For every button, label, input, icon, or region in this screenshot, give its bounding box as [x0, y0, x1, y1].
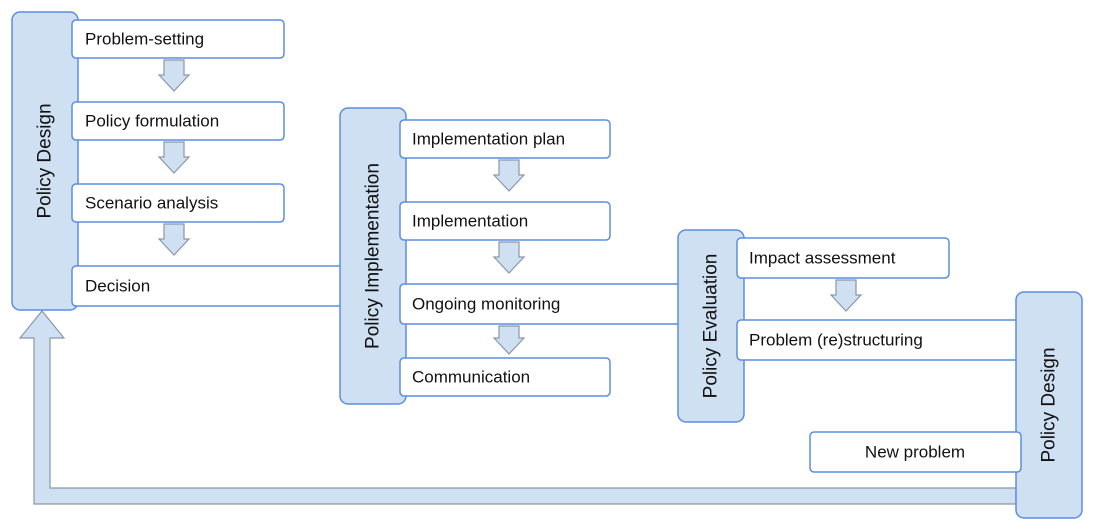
step-implementation-plan: Implementation plan [412, 130, 565, 149]
arrow-design-3 [157, 223, 191, 256]
step-communication: Communication [412, 368, 530, 387]
step-policy-formulation-box [71, 101, 285, 141]
arrow-implementation-3 [492, 325, 526, 355]
step-impact-assessment: Impact assessment [749, 249, 896, 268]
step-decision: Decision [85, 277, 150, 296]
step-impact-assessment-box [736, 237, 950, 279]
feedback-loop-arrow [18, 310, 1017, 505]
step-implementation-box [399, 201, 611, 241]
step-scenario-analysis: Scenario analysis [85, 194, 218, 213]
step-scenario-analysis-box [71, 183, 285, 223]
step-problem-restructuring: Problem (re)structuring [749, 331, 923, 350]
arrow-implementation-2 [492, 241, 526, 274]
step-communication-box [399, 357, 611, 397]
phase-policy-evaluation-label: Policy Evaluation [701, 254, 722, 399]
phase-policy-implementation-label: Policy Implementation [363, 163, 384, 349]
phase-policy-design-right [1015, 291, 1083, 519]
phase-policy-design-right-label: Policy Design [1039, 347, 1060, 462]
phase-policy-design-left-label: Policy Design [35, 103, 56, 218]
arrow-design-2 [157, 141, 191, 174]
step-implementation-plan-box [399, 119, 611, 159]
step-problem-setting-box [71, 19, 285, 59]
arrow-implementation-1 [492, 159, 526, 192]
new-problem: New problem [865, 443, 965, 462]
arrow-evaluation-1 [829, 279, 863, 312]
step-policy-formulation: Policy formulation [85, 112, 219, 131]
step-problem-setting: Problem-setting [85, 30, 204, 49]
step-ongoing-monitoring: Ongoing monitoring [412, 295, 560, 314]
arrow-design-1 [157, 59, 191, 92]
new-problem-box [809, 431, 1022, 473]
phase-policy-implementation [339, 107, 407, 405]
phase-policy-design-left [11, 11, 79, 311]
step-implementation: Implementation [412, 212, 528, 231]
